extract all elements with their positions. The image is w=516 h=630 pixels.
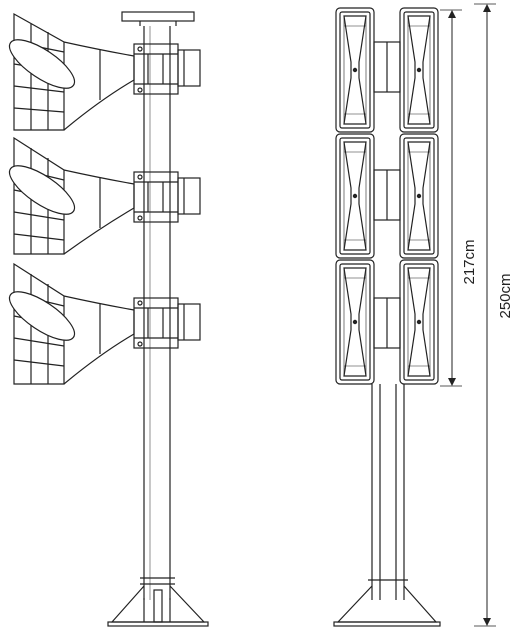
- dimension-217: 217cm: [440, 9, 478, 387]
- front-panel-4: [399, 133, 439, 259]
- horn-speaker-1: [8, 12, 201, 131]
- front-speaker-panels: [335, 7, 439, 385]
- front-view: [333, 7, 441, 627]
- pole-top-cap: [121, 11, 195, 22]
- front-panel-1: [335, 7, 375, 133]
- side-view: [8, 11, 209, 627]
- horn-speaker-3: [8, 262, 201, 385]
- horn-speaker-2: [8, 136, 201, 255]
- front-panel-5: [335, 259, 375, 385]
- column-connectors: [373, 41, 401, 349]
- front-panel-2: [399, 7, 439, 133]
- front-pole-base: [333, 579, 441, 627]
- front-panel-3: [335, 133, 375, 259]
- front-panel-6: [399, 259, 439, 385]
- dimension-label-250cm: 250cm: [497, 273, 514, 318]
- dimension-label-217cm: 217cm: [461, 239, 478, 284]
- pole-base: [107, 577, 209, 627]
- dimension-250: 250cm: [474, 3, 514, 627]
- pole-access-door: [153, 589, 163, 623]
